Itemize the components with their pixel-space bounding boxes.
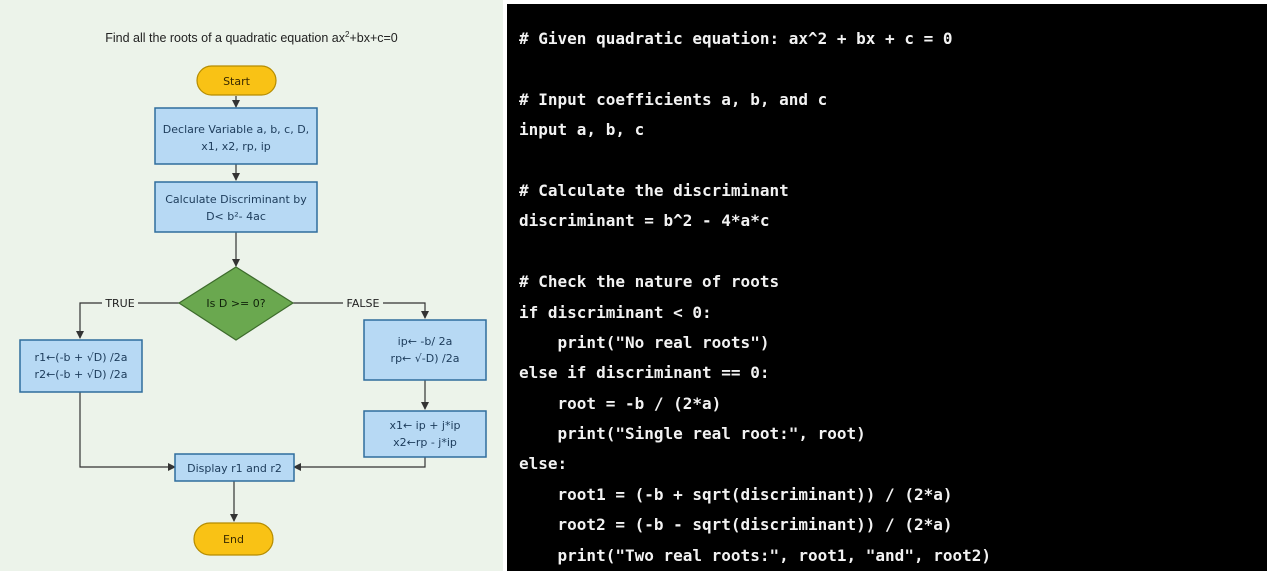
complex-roots-line2: x2←rp - j*ip — [393, 436, 457, 449]
decision-diamond — [177, 266, 295, 341]
discriminant-process — [154, 181, 318, 233]
start-terminal — [196, 65, 277, 96]
code-line: root1 = (-b + sqrt(discriminant)) / (2*a… — [519, 484, 953, 504]
code-line — [519, 237, 991, 267]
edge-complex-display — [293, 457, 426, 471]
real-roots-line1: r1←(-b + √D) /2a — [35, 351, 128, 364]
code-line: root2 = (-b - sqrt(discriminant)) / (2*a… — [519, 515, 953, 535]
real-roots-line2: r2←(-b + √D) /2a — [35, 368, 128, 381]
code-line: root = -b / (2*a) — [519, 393, 722, 413]
code-line: # Calculate the discriminant — [519, 180, 789, 200]
imag-parts-line1: ip← -b/ 2a — [398, 335, 453, 348]
code-block: # Given quadratic equation: ax^2 + bx + … — [519, 24, 991, 571]
imag-parts-line2: rp← √-D) /2a — [391, 352, 460, 365]
pseudocode-panel: # Given quadratic equation: ax^2 + bx + … — [507, 4, 1267, 571]
flowchart-title: Find all the roots of a quadratic equati… — [0, 30, 503, 45]
end-terminal — [193, 522, 274, 556]
display-label: Display r1 and r2 — [187, 462, 282, 475]
start-label: Start — [223, 75, 251, 88]
code-line: # Given quadratic equation: ax^2 + bx + … — [519, 29, 953, 48]
code-line — [519, 54, 991, 84]
code-line: # Input coefficients a, b, and c — [519, 89, 828, 109]
false-label: FALSE — [347, 297, 380, 310]
title-superscript: 2 — [344, 30, 350, 39]
true-label: TRUE — [104, 297, 134, 310]
flowchart-panel: Find all the roots of a quadratic equati… — [0, 0, 503, 571]
code-line: if discriminant < 0: — [519, 302, 712, 322]
end-label: End — [223, 533, 244, 546]
code-line: print("Two real roots:", root1, "and", r… — [519, 545, 992, 565]
code-line: print("Single real root:", root) — [519, 424, 866, 444]
declare-label-line2: x1, x2, rp, ip — [201, 140, 271, 153]
edge-real-display — [79, 392, 176, 471]
edge-decision-true — [76, 302, 179, 339]
complex-roots-line1: x1← ip + j*ip — [389, 419, 460, 432]
declare-label-line1: Declare Variable a, b, c, D, — [163, 123, 309, 136]
title-text: Find all the roots of a quadratic equati… — [105, 31, 345, 46]
flowchart-diagram: TRUE FALSE Start Declare Variable a, b, … — [19, 65, 487, 556]
discriminant-label-line1: Calculate Discriminant by — [165, 193, 307, 206]
declare-process — [154, 107, 318, 165]
discriminant-label-line2: D< b²- 4ac — [206, 210, 266, 223]
code-line: discriminant = b^2 - 4*a*c — [519, 211, 770, 231]
complex-roots-process — [363, 410, 487, 458]
edge-decision-false — [293, 302, 429, 319]
imag-parts-process — [363, 319, 487, 381]
code-line: print("No real roots") — [519, 332, 770, 352]
code-line: input a, b, c — [519, 120, 645, 140]
code-line: else: — [519, 454, 568, 474]
code-line: # Check the nature of roots — [519, 272, 780, 292]
title-text-suffix: +bx+c=0 — [349, 31, 398, 46]
decision-label: Is D >= 0? — [206, 297, 265, 310]
code-line: else if discriminant == 0: — [519, 363, 770, 383]
code-line — [519, 146, 991, 176]
display-process — [174, 453, 295, 482]
real-roots-process — [19, 339, 143, 393]
